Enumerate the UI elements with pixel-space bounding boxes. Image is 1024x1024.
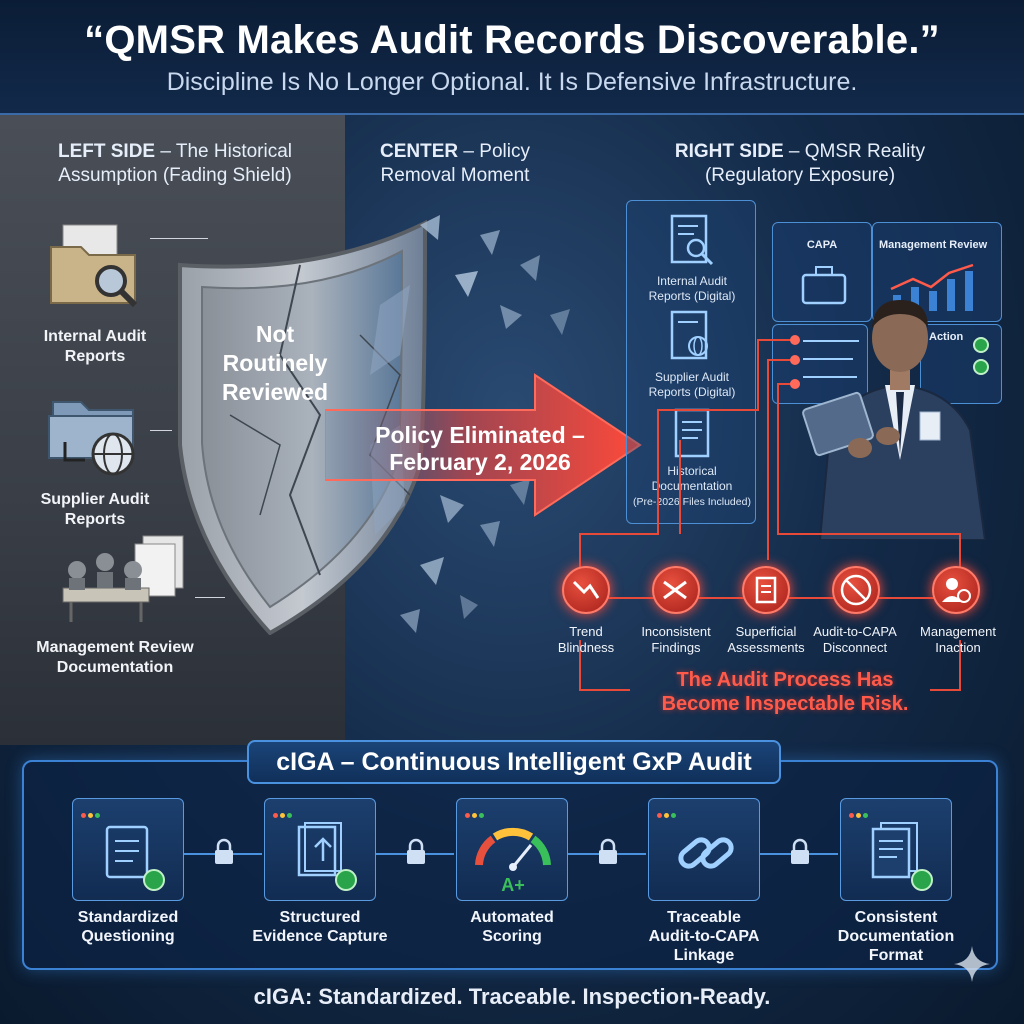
lock-icon xyxy=(599,838,617,864)
sparkle-icon xyxy=(954,946,990,982)
document-icon xyxy=(674,408,710,458)
trend-blindness-icon xyxy=(562,566,610,614)
capa-screen: CAPA xyxy=(772,222,872,322)
connector-line xyxy=(195,597,225,598)
chain-link-icon xyxy=(678,837,734,869)
center-column-heading: CENTER – Policy Removal Moment xyxy=(345,140,565,188)
meeting-icon xyxy=(62,535,184,622)
center-heading-rest: – Policy xyxy=(458,141,530,162)
left-heading-rest: – The Historical xyxy=(155,141,293,162)
gauge-grade: A+ xyxy=(501,875,525,895)
ciga-card-linkage xyxy=(648,798,760,901)
documents-icon xyxy=(871,822,918,879)
connector-line xyxy=(150,238,208,239)
check-icon xyxy=(911,869,933,891)
check-icon xyxy=(973,337,989,353)
connector-line xyxy=(150,430,172,431)
center-heading-line2: Removal Moment xyxy=(380,165,530,186)
window-dots xyxy=(849,805,870,823)
footer-tagline: cIGA: Standardized. Traceable. Inspectio… xyxy=(253,984,771,1009)
left-column-heading: LEFT SIDE – The Historical Assumption (F… xyxy=(30,140,320,188)
document-globe-icon xyxy=(670,310,708,360)
arrow-label: Policy Eliminated –February 2, 2026 xyxy=(375,422,585,475)
page-subtitle: Discipline Is No Longer Optional. It Is … xyxy=(166,68,858,96)
lock-icon xyxy=(407,838,425,864)
list-lines xyxy=(803,340,859,378)
left-heading-line2: Assumption (Fading Shield) xyxy=(58,165,292,186)
lock-icon xyxy=(215,838,233,864)
right-column-heading: RIGHT SIDE – QMSR Reality (Regulatory Ex… xyxy=(650,140,950,188)
gauge-icon: A+ xyxy=(475,827,551,895)
folder-globe-icon xyxy=(48,401,135,476)
upload-document-icon xyxy=(297,822,342,877)
lock-icon xyxy=(791,838,809,864)
right-heading-rest: – QMSR Reality xyxy=(783,141,926,162)
document-search-icon xyxy=(670,214,714,266)
broken-link-icon xyxy=(832,566,880,614)
window-dots xyxy=(657,805,678,823)
folder-search-icon xyxy=(50,224,138,308)
window-dots xyxy=(273,805,294,823)
briefcase-icon xyxy=(801,266,847,305)
left-heading-bold: LEFT SIDE xyxy=(57,141,156,162)
action-screen-title: Action xyxy=(929,331,964,343)
ciga-card-questioning xyxy=(72,798,184,901)
check-icon xyxy=(335,869,357,891)
policy-arrow xyxy=(325,373,642,517)
capa-screen-title: CAPA xyxy=(806,239,838,251)
fading-shield-icon xyxy=(178,219,428,635)
page-title: “QMSR Makes Audit Records Discoverable.” xyxy=(84,18,940,62)
header: “QMSR Makes Audit Records Discoverable.”… xyxy=(0,0,1024,115)
right-heading-line2: (Regulatory Exposure) xyxy=(704,165,896,186)
ciga-card-evidence xyxy=(264,798,376,901)
checklist-icon xyxy=(105,825,149,879)
person-blocked-icon xyxy=(932,566,980,614)
right-heading-bold: RIGHT SIDE xyxy=(674,141,784,162)
ciga-card-scoring: A+ xyxy=(456,798,568,901)
ciga-card-documentation xyxy=(840,798,952,901)
list-screen xyxy=(772,324,868,404)
ciga-title: cIGA – Continuous Intelligent GxP Audit xyxy=(247,740,781,784)
shuffle-icon xyxy=(652,566,700,614)
inspector-figure xyxy=(802,300,987,540)
window-dots xyxy=(465,805,486,823)
check-icon xyxy=(973,359,989,375)
action-screen: Action xyxy=(920,324,1002,404)
window-dots xyxy=(81,805,102,823)
clipboard-icon xyxy=(742,566,790,614)
management-review-title: Management Review xyxy=(879,239,988,251)
check-icon xyxy=(143,869,165,891)
center-heading-bold: CENTER xyxy=(380,141,459,162)
